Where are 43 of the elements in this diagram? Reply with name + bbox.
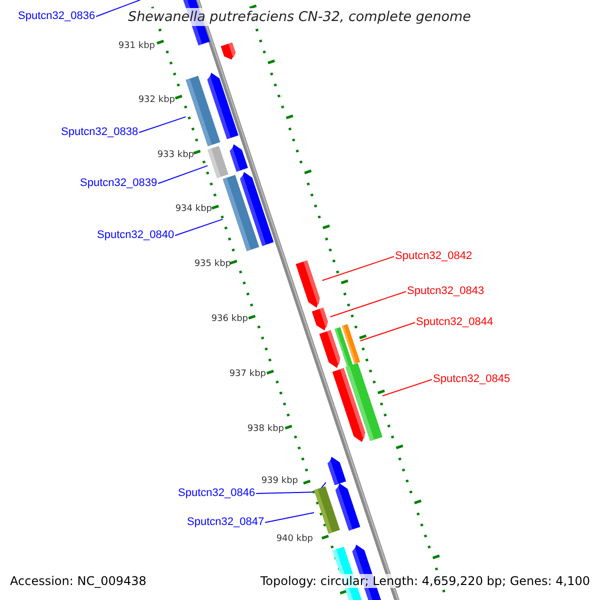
gene-feature [328, 456, 346, 486]
leader-line [330, 291, 406, 318]
tick-label: 936 kbp [211, 314, 248, 325]
tick-label: 935 kbp [194, 259, 231, 270]
gene-label: Sputcn32_0836 [18, 10, 96, 23]
leader-line [138, 116, 186, 133]
gene-feature [296, 260, 320, 308]
accession-text: Accession: NC_009438 [8, 574, 148, 588]
gene-feature [312, 308, 328, 330]
gene-label: Sputcn32_0844 [416, 316, 494, 329]
gene-feature [230, 144, 248, 172]
tick-label: 932 kbp [138, 95, 175, 106]
gene-feature [319, 330, 340, 368]
gene-label: Sputcn32_0847 [187, 516, 264, 529]
gene-feature [332, 368, 366, 442]
tick-label: 939 kbp [261, 476, 298, 487]
gene-feature [186, 76, 220, 146]
gene-feature [220, 42, 236, 60]
gene-feature [335, 483, 360, 531]
leader-line [360, 322, 416, 342]
leader-line [174, 218, 224, 236]
tick-label: 934 kbp [175, 204, 212, 215]
tick-label: 931 kbp [118, 41, 155, 52]
gene-label: Sputcn32_0838 [61, 126, 138, 139]
gene-label: Sputcn32_0846 [178, 487, 256, 500]
tick-label: 937 kbp [229, 369, 266, 380]
leader-line [264, 512, 314, 523]
leader-line [382, 379, 432, 396]
gene-label: Sputcn32_0843 [407, 285, 484, 298]
gene-feature [222, 174, 260, 252]
leader-line [158, 165, 208, 184]
gene-label: Sputcn32_0840 [97, 229, 174, 242]
gene-label: Sputcn32_0845 [433, 373, 510, 386]
genome-info-text: Topology: circular; Length: 4,659,220 bp; Genes: 4,100 [258, 574, 592, 588]
tick-label: 933 kbp [157, 150, 194, 161]
gene-feature [208, 146, 228, 178]
gene-label: Sputcn32_0842 [395, 250, 472, 263]
gene-feature [314, 486, 340, 534]
tick-label: 940 kbp [276, 534, 313, 545]
gene-label: Sputcn32_0839 [80, 177, 158, 190]
leader-line [322, 256, 394, 281]
leader-line [96, 0, 140, 17]
tick-label: 938 kbp [247, 424, 284, 435]
